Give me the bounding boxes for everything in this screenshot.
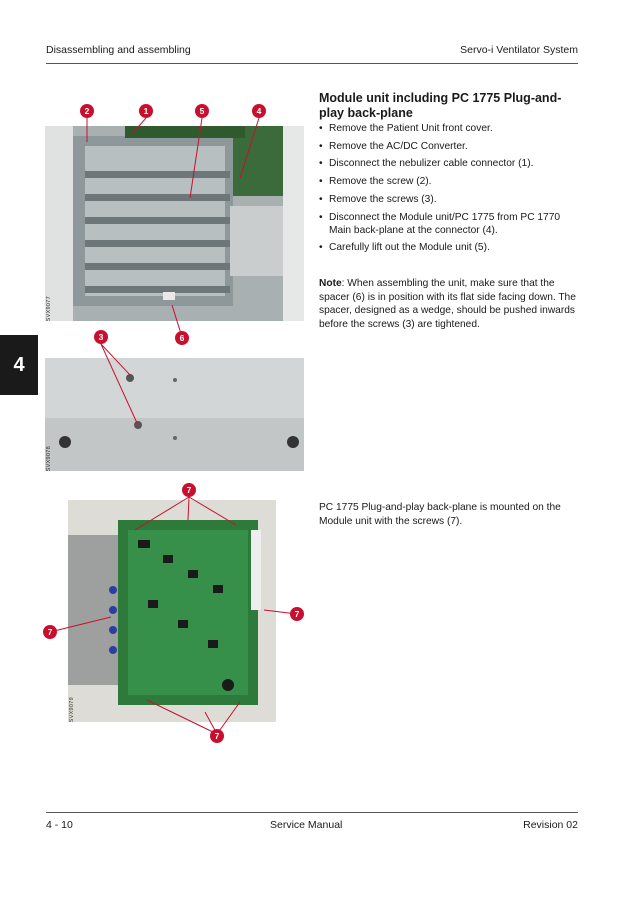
footer-rule — [46, 812, 578, 813]
header-section-title: Disassembling and assembling — [46, 44, 191, 56]
step-item: Disconnect the nebulizer cable connector… — [319, 157, 581, 170]
section-title: Module unit including PC 1775 Plug-and-p… — [319, 91, 562, 120]
assembly-note: Note: When assembling the unit, make sur… — [319, 277, 581, 331]
image-code-1: SVX9077 — [46, 296, 52, 322]
step-item: Remove the screws (3). — [319, 193, 581, 206]
step-item: Remove the Patient Unit front cover. — [319, 122, 581, 135]
page-number: 4 - 10 — [46, 819, 73, 831]
header-rule — [46, 63, 578, 64]
module-unit-photo — [45, 126, 304, 321]
chapter-tab: 4 — [0, 335, 38, 395]
callout-7-right: 7 — [290, 607, 304, 621]
callout-5: 5 — [195, 104, 209, 118]
backplane-caption: PC 1775 Plug-and-play back-plane is moun… — [319, 502, 561, 527]
footer-revision: Revision 02 — [523, 819, 578, 831]
image-code-2: SVX9078 — [46, 446, 52, 472]
step-item: Remove the AC/DC Converter. — [319, 140, 581, 153]
image-code-3: SVX9079 — [69, 697, 75, 723]
callout-7-top: 7 — [182, 483, 196, 497]
callout-3: 3 — [94, 330, 108, 344]
callout-4: 4 — [252, 104, 266, 118]
header-product-name: Servo-i Ventilator System — [460, 44, 578, 56]
step-item: Carefully lift out the Module unit (5). — [319, 241, 581, 254]
base-screws-photo — [45, 358, 304, 471]
callout-7-bottom: 7 — [210, 729, 224, 743]
note-label: Note — [319, 278, 342, 289]
callout-7-left: 7 — [43, 625, 57, 639]
backplane-board-photo — [68, 500, 276, 722]
callout-1: 1 — [139, 104, 153, 118]
note-text: : When assembling the unit, make sure th… — [319, 278, 576, 330]
callout-6: 6 — [175, 331, 189, 345]
step-item: Disconnect the Module unit/PC 1775 from … — [319, 211, 581, 237]
step-item: Remove the screw (2). — [319, 175, 581, 188]
procedure-steps-list: Remove the Patient Unit front cover. Rem… — [319, 122, 581, 259]
footer-manual-name: Service Manual — [270, 819, 343, 831]
callout-2: 2 — [80, 104, 94, 118]
